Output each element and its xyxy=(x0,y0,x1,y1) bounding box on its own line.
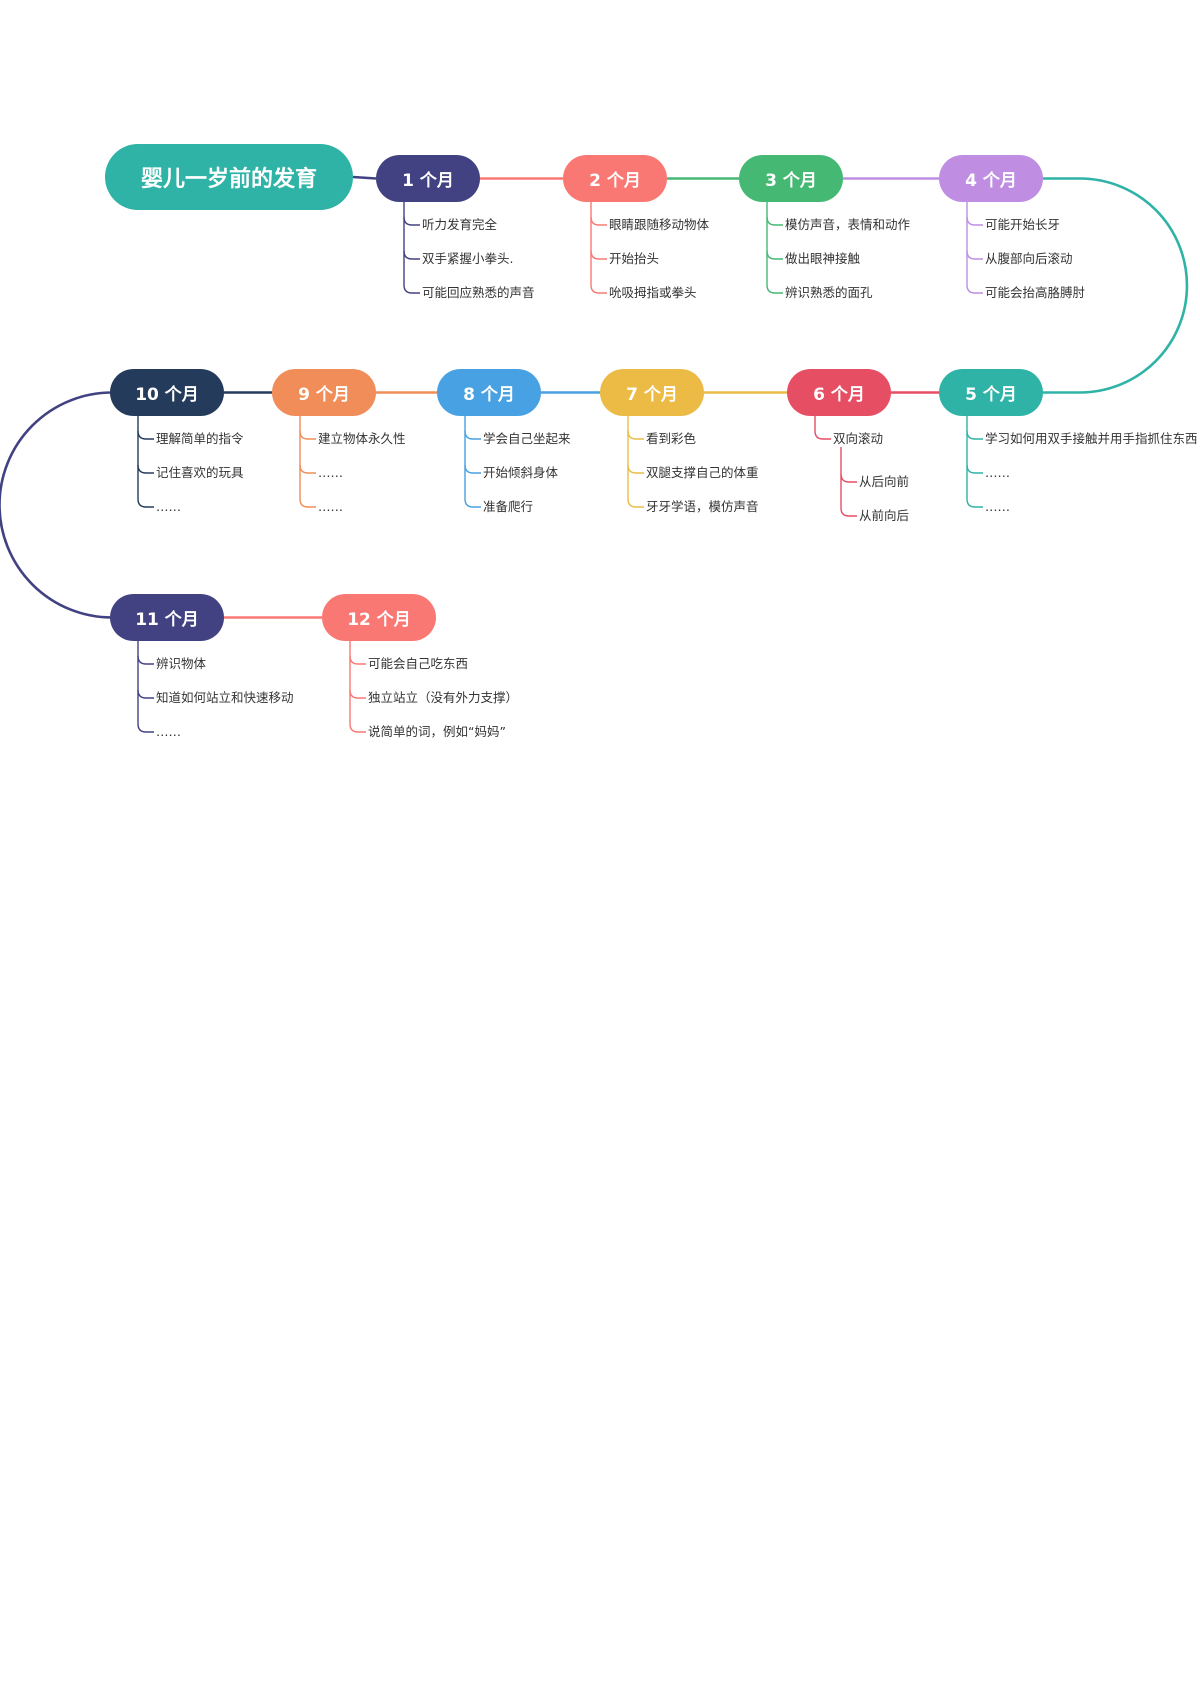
title-node[interactable]: 婴儿一岁前的发育 xyxy=(105,144,353,210)
month-4-item[interactable]: 可能开始长牙 xyxy=(985,217,1061,232)
month-node-2[interactable]: 2 个月 xyxy=(563,155,667,202)
branch-tick xyxy=(349,689,366,699)
month-6-subitem[interactable]: 从后向前 xyxy=(859,474,910,489)
branch-tick xyxy=(403,216,420,226)
month-12-item[interactable]: 独立站立（没有外力支撑） xyxy=(368,690,519,705)
branch-tick xyxy=(840,473,857,483)
connector-line xyxy=(352,175,377,180)
month-1-item[interactable]: 双手紧握小拳头. xyxy=(422,251,514,266)
month-10-item[interactable]: …… xyxy=(156,499,181,514)
month-3-item[interactable]: 模仿声音，表情和动作 xyxy=(785,217,911,232)
month-node-6[interactable]: 6 个月 xyxy=(787,369,891,416)
branch-tick xyxy=(766,250,783,260)
branch-tick xyxy=(966,250,983,260)
month-node-7[interactable]: 7 个月 xyxy=(600,369,704,416)
branch-tick xyxy=(966,498,983,508)
month-node-10[interactable]: 10 个月 xyxy=(110,369,224,416)
month-5-item[interactable]: …… xyxy=(985,465,1010,480)
branch-tick xyxy=(464,464,481,474)
branch-tick xyxy=(349,723,366,733)
month-9-item[interactable]: …… xyxy=(318,499,343,514)
branch-tick xyxy=(137,723,154,733)
branch-tick xyxy=(137,689,154,699)
month-node-9[interactable]: 9 个月 xyxy=(272,369,376,416)
month-1-item[interactable]: 听力发育完全 xyxy=(422,217,498,232)
month-9-item[interactable]: 建立物体永久性 xyxy=(318,431,406,446)
month-7-item[interactable]: 双腿支撑自己的体重 xyxy=(646,465,759,480)
month-10-item[interactable]: 理解简单的指令 xyxy=(156,431,244,446)
branch-tick xyxy=(627,464,644,474)
branch-tick xyxy=(137,430,154,440)
month-6-item[interactable]: 双向滚动 xyxy=(833,431,884,446)
month-node-8[interactable]: 8 个月 xyxy=(437,369,541,416)
branch-tick xyxy=(627,430,644,440)
month-2-item[interactable]: 开始抬头 xyxy=(609,251,660,266)
month-5-item[interactable]: …… xyxy=(985,499,1010,514)
month-node-11[interactable]: 11 个月 xyxy=(110,594,224,641)
branch-tick xyxy=(966,284,983,294)
branch-tick xyxy=(299,498,316,508)
month-node-3[interactable]: 3 个月 xyxy=(739,155,843,202)
branch-tick xyxy=(966,430,983,440)
branch-tick xyxy=(766,216,783,226)
month-6-subitem[interactable]: 从前向后 xyxy=(859,508,910,523)
connector-curve-4-5 xyxy=(1043,177,1189,394)
branch-tick xyxy=(464,430,481,440)
month-4-item[interactable]: 可能会抬高胳膊肘 xyxy=(985,285,1086,300)
branch-tick xyxy=(137,655,154,665)
month-node-4[interactable]: 4 个月 xyxy=(939,155,1043,202)
branch-tick xyxy=(299,430,316,440)
month-node-1[interactable]: 1 个月 xyxy=(376,155,480,202)
month-node-12[interactable]: 12 个月 xyxy=(322,594,436,641)
branch-tick xyxy=(349,655,366,665)
month-12-item[interactable]: 说简单的词，例如“妈妈” xyxy=(368,724,506,739)
branch-tick xyxy=(814,430,831,440)
branch-tick xyxy=(590,284,607,294)
branch-tick xyxy=(403,284,420,294)
connector-curve-10-11 xyxy=(0,391,113,619)
month-11-item[interactable]: 知道如何站立和快速移动 xyxy=(156,690,294,705)
month-4-item[interactable]: 从腹部向后滚动 xyxy=(985,251,1073,266)
month-8-item[interactable]: 学会自己坐起来 xyxy=(483,431,571,446)
month-2-item[interactable]: 吮吸拇指或拳头 xyxy=(609,285,697,300)
month-9-item[interactable]: …… xyxy=(318,465,343,480)
branch-tick xyxy=(299,464,316,474)
month-11-item[interactable]: 辨识物体 xyxy=(156,656,207,671)
month-7-item[interactable]: 牙牙学语，模仿声音 xyxy=(646,499,759,514)
branch-tick xyxy=(590,216,607,226)
month-node-5[interactable]: 5 个月 xyxy=(939,369,1043,416)
month-7-item[interactable]: 看到彩色 xyxy=(646,431,697,446)
branch-tick xyxy=(966,464,983,474)
branch-tick xyxy=(840,507,857,517)
month-8-item[interactable]: 开始倾斜身体 xyxy=(483,465,559,480)
month-8-item[interactable]: 准备爬行 xyxy=(483,499,534,514)
month-10-item[interactable]: 记住喜欢的玩具 xyxy=(156,465,244,480)
month-11-item[interactable]: …… xyxy=(156,724,181,739)
month-5-item[interactable]: 学习如何用双手接触并用手指抓住东西 xyxy=(985,431,1198,446)
month-3-item[interactable]: 做出眼神接触 xyxy=(785,251,861,266)
branch-tick xyxy=(590,250,607,260)
month-1-item[interactable]: 可能回应熟悉的声音 xyxy=(422,285,535,300)
month-12-item[interactable]: 可能会自己吃东西 xyxy=(368,656,469,671)
branch-tick xyxy=(464,498,481,508)
branch-tick xyxy=(766,284,783,294)
branch-tick xyxy=(137,464,154,474)
branch-tick xyxy=(966,216,983,226)
month-3-item[interactable]: 辨识熟悉的面孔 xyxy=(785,285,873,300)
branch-tick xyxy=(137,498,154,508)
branch-tick xyxy=(403,250,420,260)
branch-tick xyxy=(627,498,644,508)
month-2-item[interactable]: 眼睛跟随移动物体 xyxy=(609,217,710,232)
